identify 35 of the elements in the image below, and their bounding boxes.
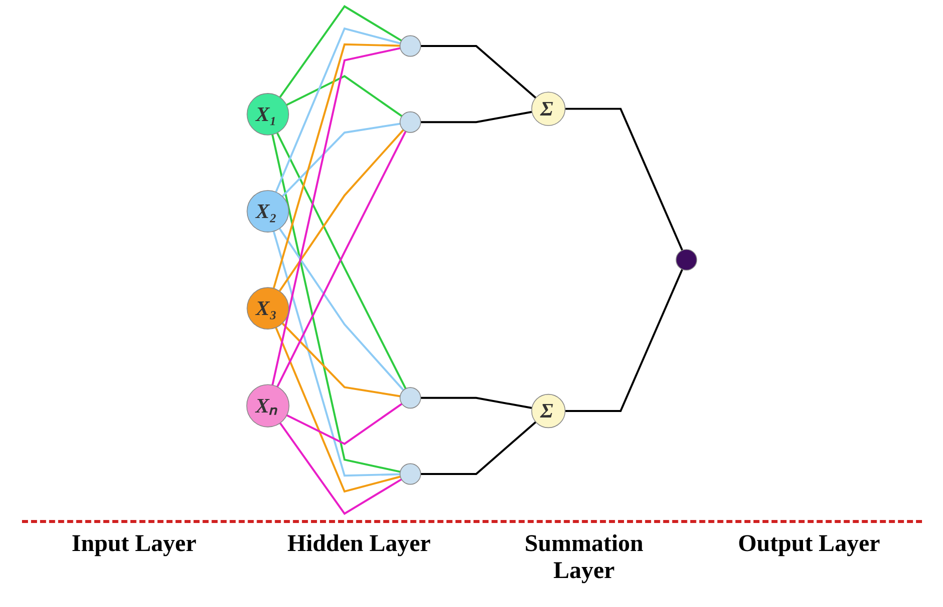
connector xyxy=(271,47,400,386)
node-circle xyxy=(399,111,421,133)
connector xyxy=(420,45,536,99)
connector xyxy=(274,27,400,192)
connector xyxy=(281,122,400,198)
layer-label: Hidden Layer xyxy=(286,531,432,559)
connector xyxy=(420,421,536,475)
node-circle: X₃ xyxy=(246,287,289,330)
layer-label: Output Layer xyxy=(736,531,881,559)
connector xyxy=(274,327,400,493)
connector xyxy=(279,422,402,515)
node-circle: X₂ xyxy=(246,190,289,232)
node-circle: X₁ xyxy=(246,93,289,136)
connector xyxy=(286,402,402,446)
node-circle xyxy=(399,35,421,57)
connector xyxy=(286,74,402,118)
node-circle xyxy=(399,463,421,485)
node-circle: Xₙ xyxy=(246,384,290,428)
connector xyxy=(271,134,400,473)
connector xyxy=(564,268,683,412)
node-circle xyxy=(399,387,421,409)
connector xyxy=(278,129,404,292)
layer-label: Input Layer xyxy=(70,531,198,559)
node-circle: Σ xyxy=(531,394,566,428)
connector xyxy=(281,322,400,398)
node-circle xyxy=(675,249,697,271)
connector xyxy=(420,396,532,409)
layer-label: Summation Layer xyxy=(524,531,644,585)
node-circle: Σ xyxy=(531,92,566,126)
connector xyxy=(272,230,400,477)
connector xyxy=(278,228,404,391)
connector xyxy=(272,43,400,289)
connector xyxy=(420,110,532,124)
connector xyxy=(564,108,683,251)
connector xyxy=(278,5,402,98)
